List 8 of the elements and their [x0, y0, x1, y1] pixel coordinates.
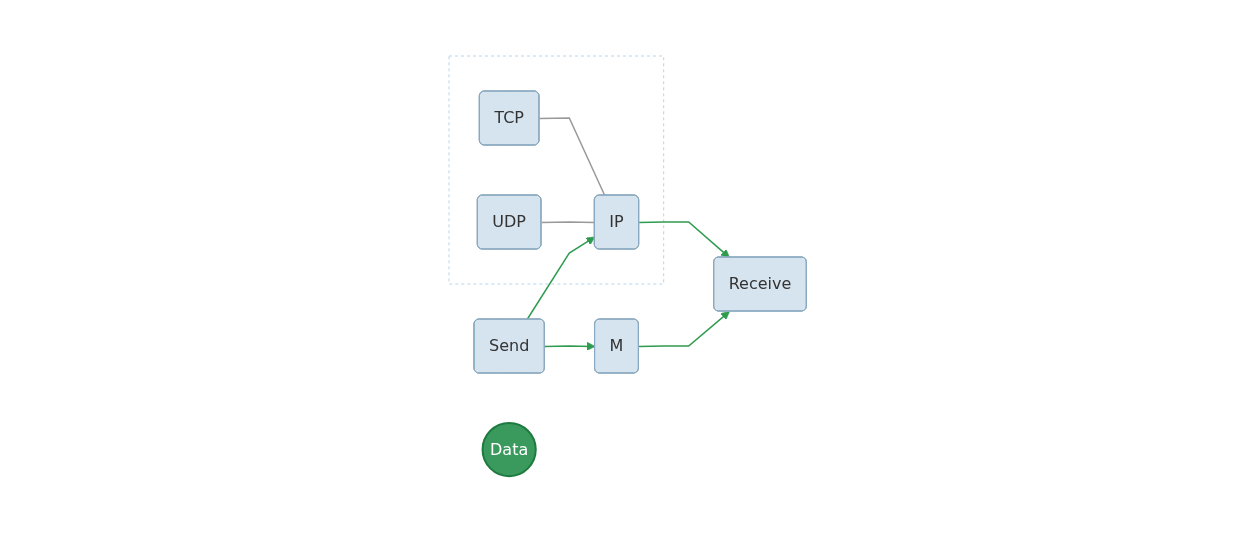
connector [538, 117, 606, 197]
arrow [526, 237, 596, 321]
node-circle: Data [481, 422, 537, 478]
cluster [448, 55, 664, 285]
arrow [638, 221, 730, 259]
connector [540, 221, 596, 224]
arrow [543, 342, 596, 352]
arrow [638, 311, 730, 348]
